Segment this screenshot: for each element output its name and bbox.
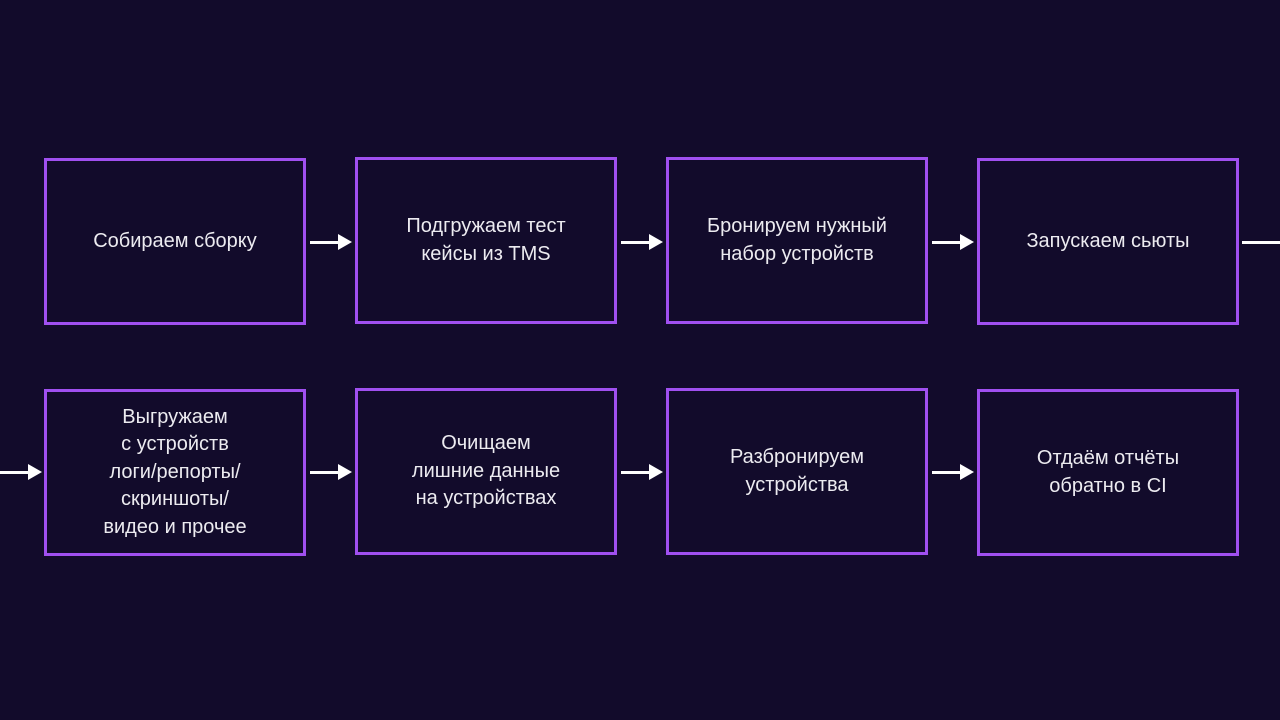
- step-label: Отдаём отчёты обратно в CI: [1036, 447, 1180, 497]
- arrow-line: [932, 240, 962, 244]
- step-label: Собираем сборку: [93, 229, 257, 252]
- step-reserve-devices: Бронируем нужный набор устройств: [666, 157, 928, 324]
- arrow-7-8: [932, 464, 974, 480]
- arrow-3-4: [932, 234, 974, 250]
- arrow-head-icon: [649, 234, 663, 250]
- step-label: Разбронируем устройства: [730, 446, 864, 496]
- arrow-5-6: [310, 464, 352, 480]
- step-clean-devices: Очищаем лишние данные на устройствах: [355, 388, 617, 555]
- step-label: Подгружаем тест кейсы из TMS: [406, 215, 566, 265]
- arrow-head-icon: [28, 464, 42, 480]
- step-label: Запускаем сьюты: [1026, 229, 1190, 252]
- arrow-6-7: [621, 464, 663, 480]
- step-label: Бронируем нужный набор устройств: [707, 215, 887, 265]
- arrow-line: [621, 470, 651, 474]
- step-label: Очищаем лишние данные на устройствах: [411, 432, 561, 510]
- arrow-line: [932, 470, 962, 474]
- step-release-devices: Разбронируем устройства: [666, 388, 928, 555]
- step-download-artifacts: Выгружаем с устройств логи/репорты/ скри…: [44, 389, 306, 556]
- arrow-2-3: [621, 234, 663, 250]
- arrow-line: [0, 470, 30, 474]
- arrow-4-5-out: [1242, 234, 1280, 250]
- arrow-head-icon: [649, 464, 663, 480]
- arrow-line: [310, 240, 340, 244]
- step-return-reports: Отдаём отчёты обратно в CI: [977, 389, 1239, 556]
- arrow-line: [1242, 240, 1280, 244]
- arrow-head-icon: [338, 464, 352, 480]
- step-label: Выгружаем с устройств логи/репорты/ скри…: [103, 405, 247, 538]
- arrow-head-icon: [338, 234, 352, 250]
- arrow-head-icon: [960, 464, 974, 480]
- step-load-test-cases: Подгружаем тест кейсы из TMS: [355, 157, 617, 324]
- arrow-4-5-in: [0, 464, 42, 480]
- step-run-suites: Запускаем сьюты: [977, 158, 1239, 325]
- arrow-head-icon: [960, 234, 974, 250]
- arrow-line: [621, 240, 651, 244]
- arrow-line: [310, 470, 340, 474]
- step-build: Собираем сборку: [44, 158, 306, 325]
- arrow-1-2: [310, 234, 352, 250]
